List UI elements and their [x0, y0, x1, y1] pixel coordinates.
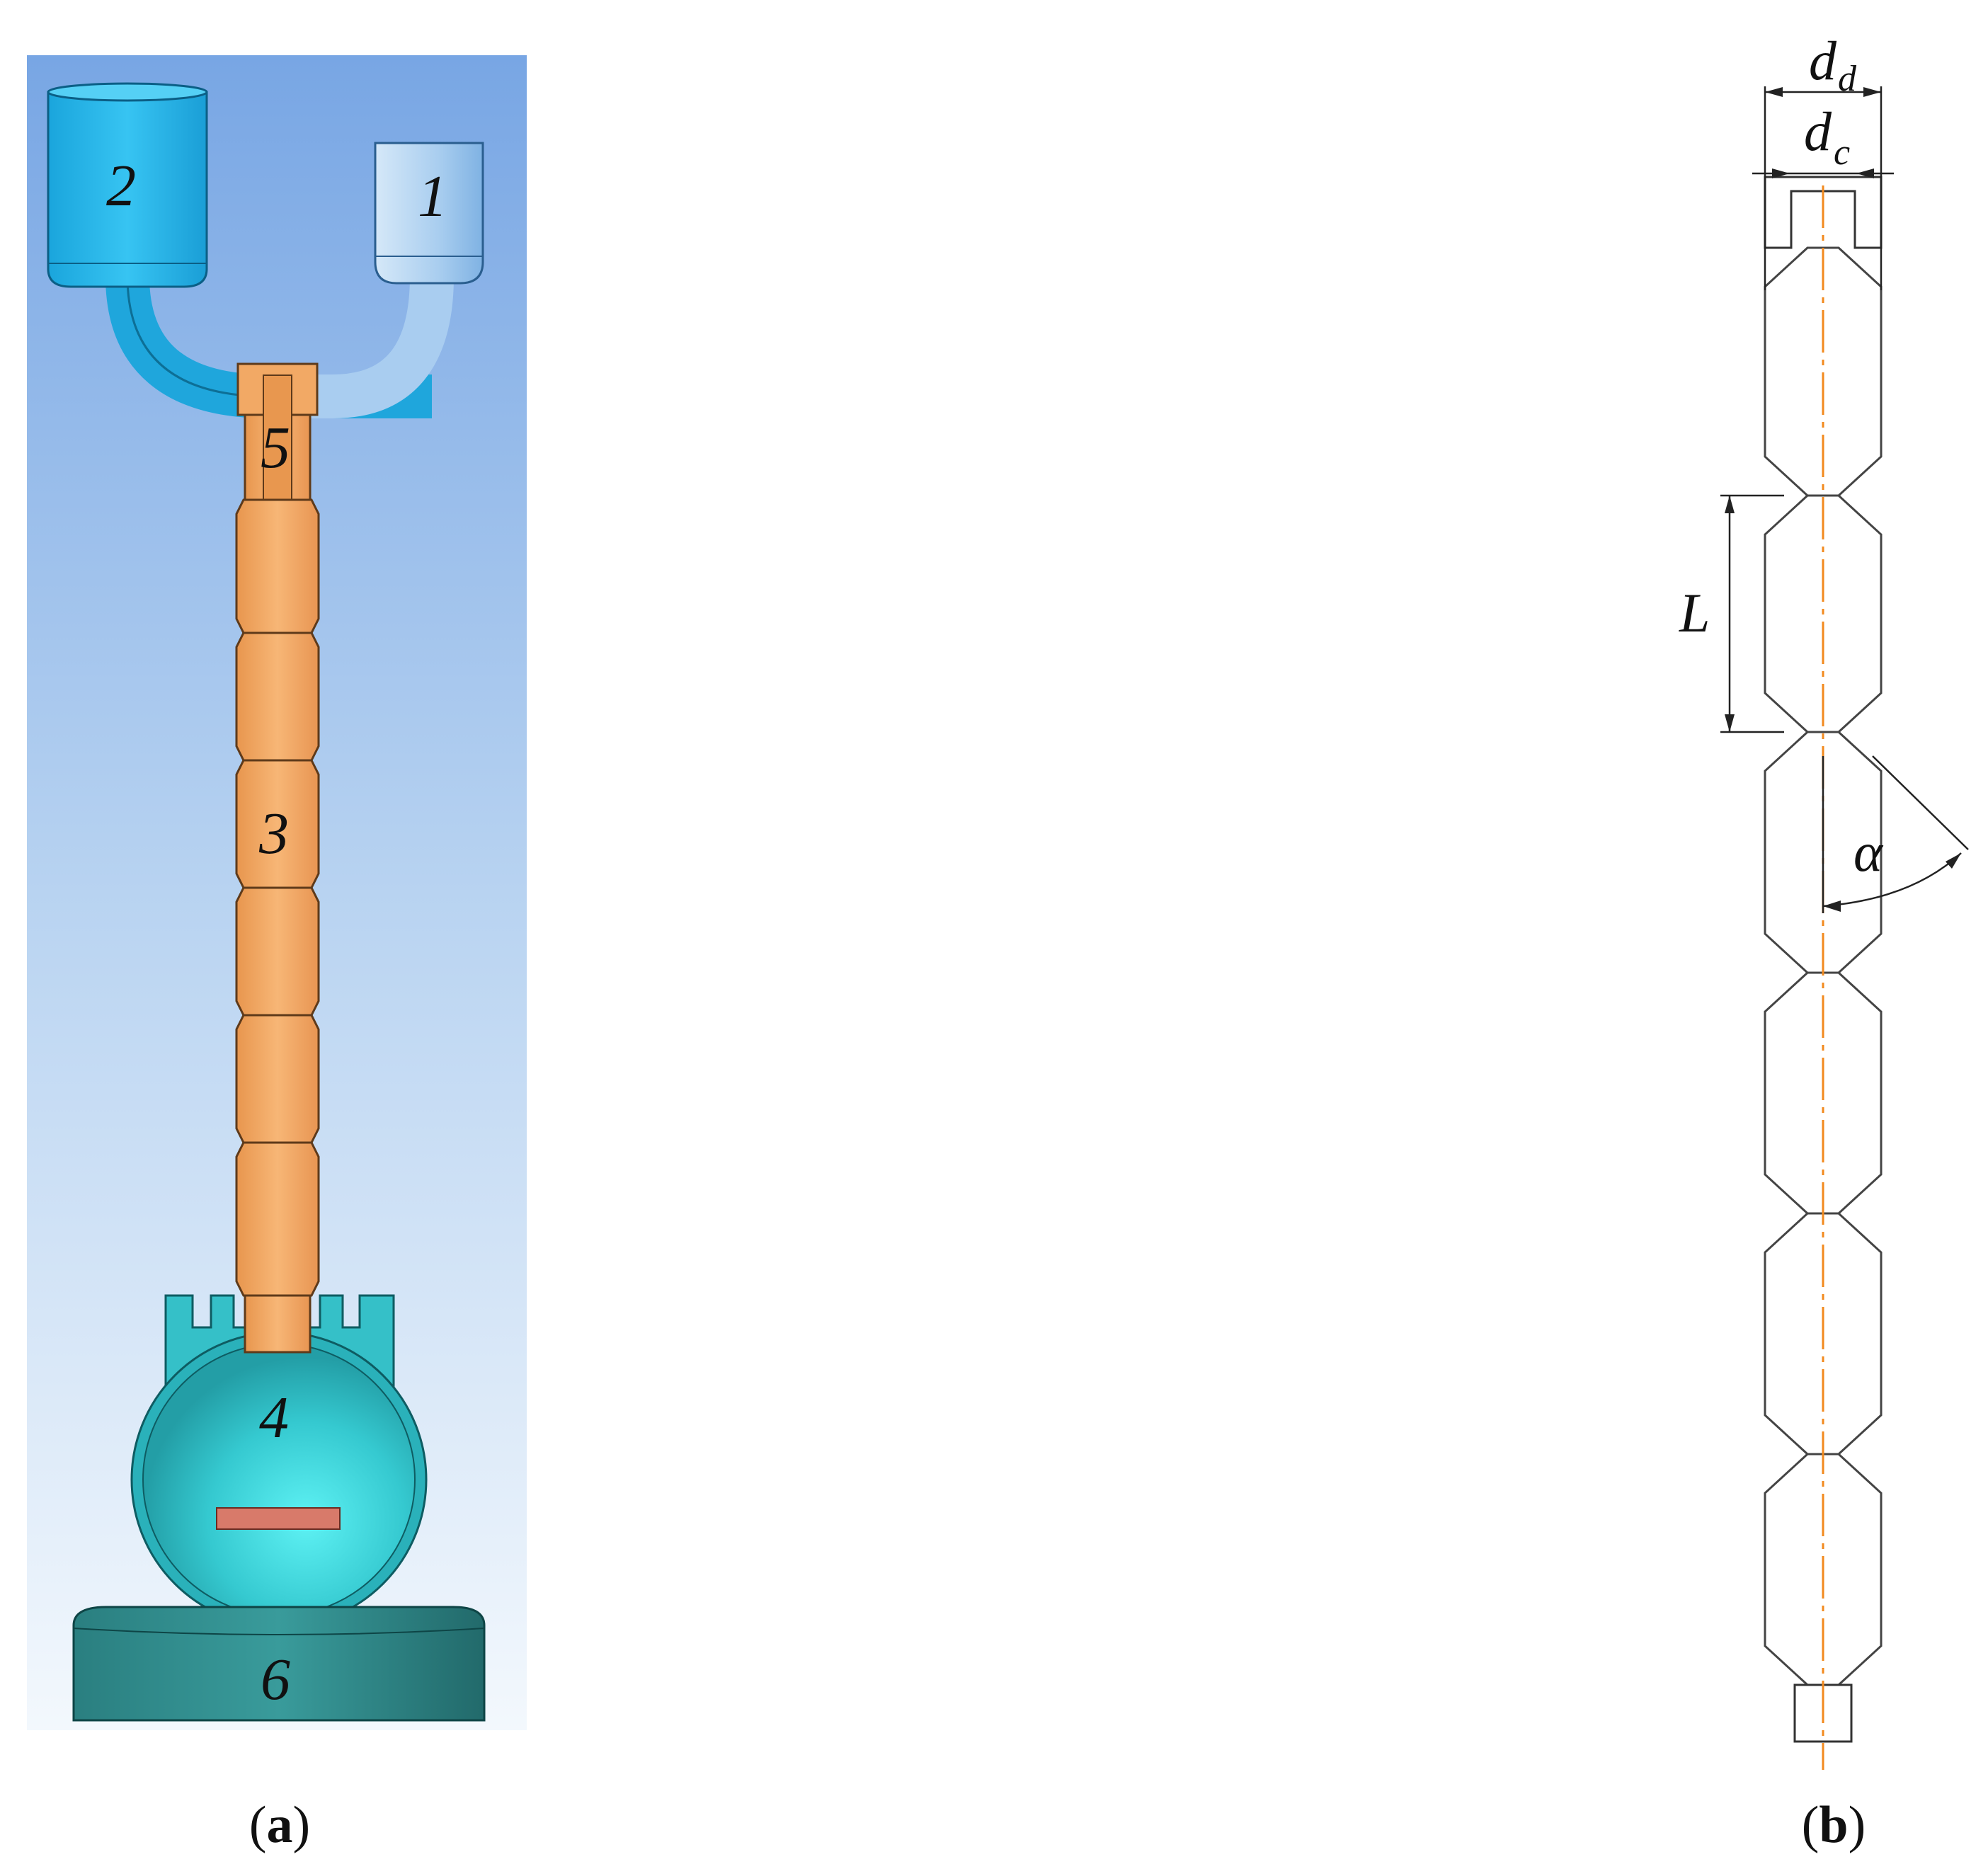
- feed-tubes: [105, 275, 454, 418]
- column-segment: [235, 631, 320, 762]
- label-part-5: 5: [261, 415, 290, 481]
- sphere-4: [130, 1294, 428, 1628]
- dim-dd: d d: [1764, 30, 1883, 290]
- dim-alpha: α: [1822, 755, 1969, 913]
- label-part-6: 6: [261, 1647, 290, 1713]
- cup-1: [374, 142, 484, 285]
- caption-a: (a): [249, 1796, 310, 1854]
- caption-a-open: (: [249, 1796, 267, 1854]
- caption-a-close: ): [293, 1796, 311, 1854]
- base-6: [72, 1606, 486, 1722]
- column-segment: [235, 498, 320, 634]
- dim-dc-main: d: [1804, 101, 1832, 162]
- caption-b-letter: b: [1819, 1796, 1848, 1854]
- label-part-2: 2: [106, 153, 136, 219]
- label-part-1: 1: [418, 164, 447, 229]
- caption-b-open: (: [1802, 1796, 1820, 1854]
- dim-dc: d c: [1752, 101, 1894, 178]
- dim-L: L: [1679, 494, 1784, 733]
- caption-b: (b): [1802, 1796, 1866, 1854]
- panel-b-drawing: d d d c L α (b): [1679, 30, 1969, 1854]
- junction-5: [236, 362, 319, 501]
- cup-2: [47, 82, 208, 288]
- caption-b-close: ): [1849, 1796, 1866, 1854]
- column-outline: [1764, 176, 1883, 1743]
- column-segment: [235, 1141, 320, 1297]
- label-part-4: 4: [259, 1385, 289, 1451]
- panel-a-model: 2 1 5 3 4 6 (a): [27, 55, 527, 1854]
- column-3: [235, 498, 320, 1297]
- dim-dd-sub: d: [1838, 59, 1857, 99]
- dim-dc-sub: c: [1834, 132, 1850, 173]
- dim-alpha-label: α: [1853, 821, 1884, 883]
- caption-a-letter: a: [267, 1796, 293, 1854]
- column-segment: [235, 886, 320, 1017]
- label-part-3: 3: [258, 801, 289, 867]
- dim-dd-main: d: [1809, 30, 1837, 91]
- column-segment: [235, 1014, 320, 1144]
- heater-plate: [216, 1507, 341, 1530]
- column-bottom-stub: [1793, 1683, 1853, 1743]
- dim-L-label: L: [1679, 582, 1710, 644]
